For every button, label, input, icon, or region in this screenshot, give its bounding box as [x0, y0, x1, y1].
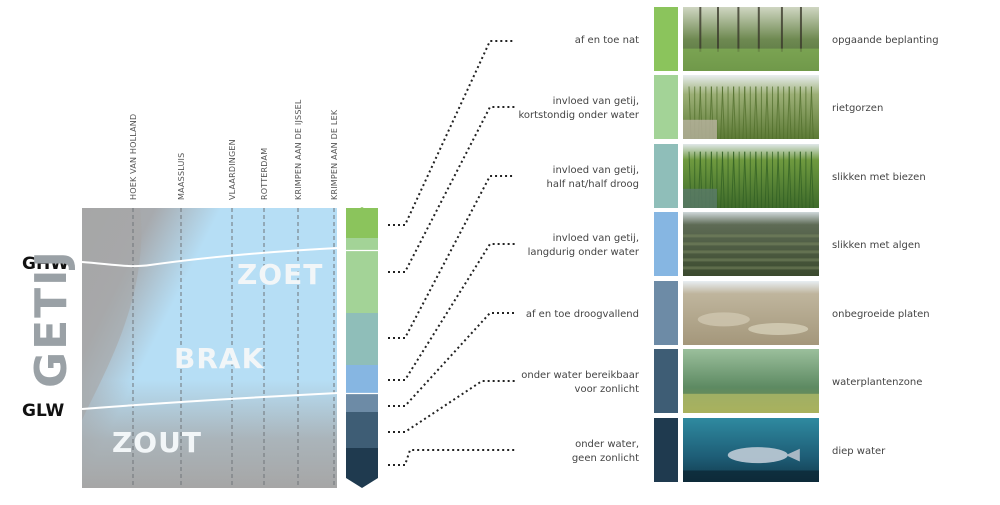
salinity-panel	[82, 208, 337, 488]
zone-condition-text: geen zonlicht	[572, 453, 639, 464]
zone-swatch	[654, 144, 678, 208]
zone-habitat-text: waterplantenzone	[832, 377, 922, 388]
zone-swatch	[654, 349, 678, 413]
zone-connector	[388, 106, 515, 273]
zone-condition-text: invloed van getij,	[553, 165, 639, 176]
zone-label-zout: ZOUT	[112, 426, 202, 459]
glw-label: GLW	[22, 401, 64, 421]
zone-condition-text: onder water,	[575, 439, 639, 450]
zone-condition-text: af en toe nat	[575, 35, 639, 46]
zone-habitat-text: slikken met algen	[832, 240, 920, 251]
location-labels: HOEK VAN HOLLAND MAASSLUIS VLAARDINGEN ROTT…	[129, 99, 339, 200]
zone-photo	[683, 418, 819, 482]
zone-condition-text: voor zonlicht	[575, 384, 640, 395]
zone-photo	[683, 75, 819, 140]
salt-wedge-shade	[82, 208, 142, 420]
zone-row: invloed van getij, half nat/half droog sli…	[547, 144, 926, 209]
zone-photo	[683, 281, 819, 345]
location-label: VLAARDINGEN	[228, 139, 237, 200]
zone-condition-text: invloed van getij,	[553, 96, 639, 107]
getij-label: GETIJ	[26, 249, 77, 388]
zone-bar-segment-2	[346, 238, 378, 250]
ghw-label: GHW	[22, 254, 69, 274]
zone-photo	[683, 7, 819, 71]
salt-layer	[82, 380, 337, 488]
zone-photo	[683, 144, 819, 209]
zone-bar-segment-5	[346, 365, 378, 393]
zone-bar-top	[346, 207, 378, 238]
zone-label-brak: BRAK	[174, 342, 265, 375]
location-label: KRIMPEN AAN DE LEK	[330, 109, 339, 200]
zone-habitat-text: onbegroeide platen	[832, 309, 930, 320]
zone-bar-segment-6	[346, 394, 378, 412]
zone-bar	[337, 205, 378, 488]
zone-connector	[388, 243, 515, 381]
zone-bar-segment-7	[346, 412, 378, 448]
zone-condition-text: kortstondig onder water	[518, 110, 639, 121]
zone-connector	[388, 175, 515, 339]
zone-connector	[388, 40, 515, 226]
zone-bar-segment-3	[346, 251, 378, 313]
zone-condition-text: langdurig onder water	[528, 247, 640, 258]
zone-connector	[388, 449, 515, 466]
zone-connectors	[388, 40, 515, 466]
ghw-line	[81, 247, 339, 268]
location-label: KRIMPEN AAN DE IJSSEL	[294, 99, 303, 200]
zone-swatch	[654, 75, 678, 139]
location-label: HOEK VAN HOLLAND	[129, 114, 138, 200]
zone-condition-text: half nat/half droog	[547, 179, 639, 190]
zone-swatch	[654, 7, 678, 71]
zone-condition-text: af en toe droogvallend	[526, 309, 639, 320]
location-label: ROTTERDAM	[260, 148, 269, 200]
location-lines	[132, 208, 335, 488]
zone-habitat-text: diep water	[832, 446, 886, 457]
zone-habitat-text: slikken met biezen	[832, 172, 926, 183]
glw-line	[81, 392, 339, 410]
zone-habitat-text: rietgorzen	[832, 103, 883, 114]
zone-connector	[388, 312, 515, 407]
zone-row: af en toe droogvallend onbegroeide platen	[526, 281, 930, 345]
zone-row: invloed van getij, langdurig onder water s…	[528, 212, 920, 276]
zone-swatch	[654, 418, 678, 482]
zone-row: af en toe nat opgaande beplanting	[575, 7, 939, 71]
zone-row: invloed van getij, kortstondig onder wate…	[518, 75, 883, 140]
zone-photo	[683, 349, 819, 413]
zone-condition-text: onder water bereikbaar	[521, 370, 640, 381]
zone-condition-text: invloed van getij,	[553, 233, 639, 244]
zone-swatch	[654, 212, 678, 276]
zone-bar-left-notch	[337, 205, 344, 488]
zone-row: onder water bereikbaar voor zonlicht water…	[521, 349, 922, 413]
zone-bar-bottom	[346, 448, 378, 488]
zone-rows: af en toe nat opgaande beplanting invloed …	[518, 7, 939, 482]
zone-bar-segment-4	[346, 313, 378, 365]
zone-connector	[388, 380, 515, 433]
location-label: MAASSLUIS	[177, 153, 186, 200]
zone-row: onder water, geen zonlicht diep water	[572, 418, 886, 482]
zone-swatch	[654, 281, 678, 345]
zone-habitat-text: opgaande beplanting	[832, 35, 939, 46]
zone-label-zoet: ZOET	[237, 258, 323, 291]
zone-photo	[683, 212, 819, 276]
